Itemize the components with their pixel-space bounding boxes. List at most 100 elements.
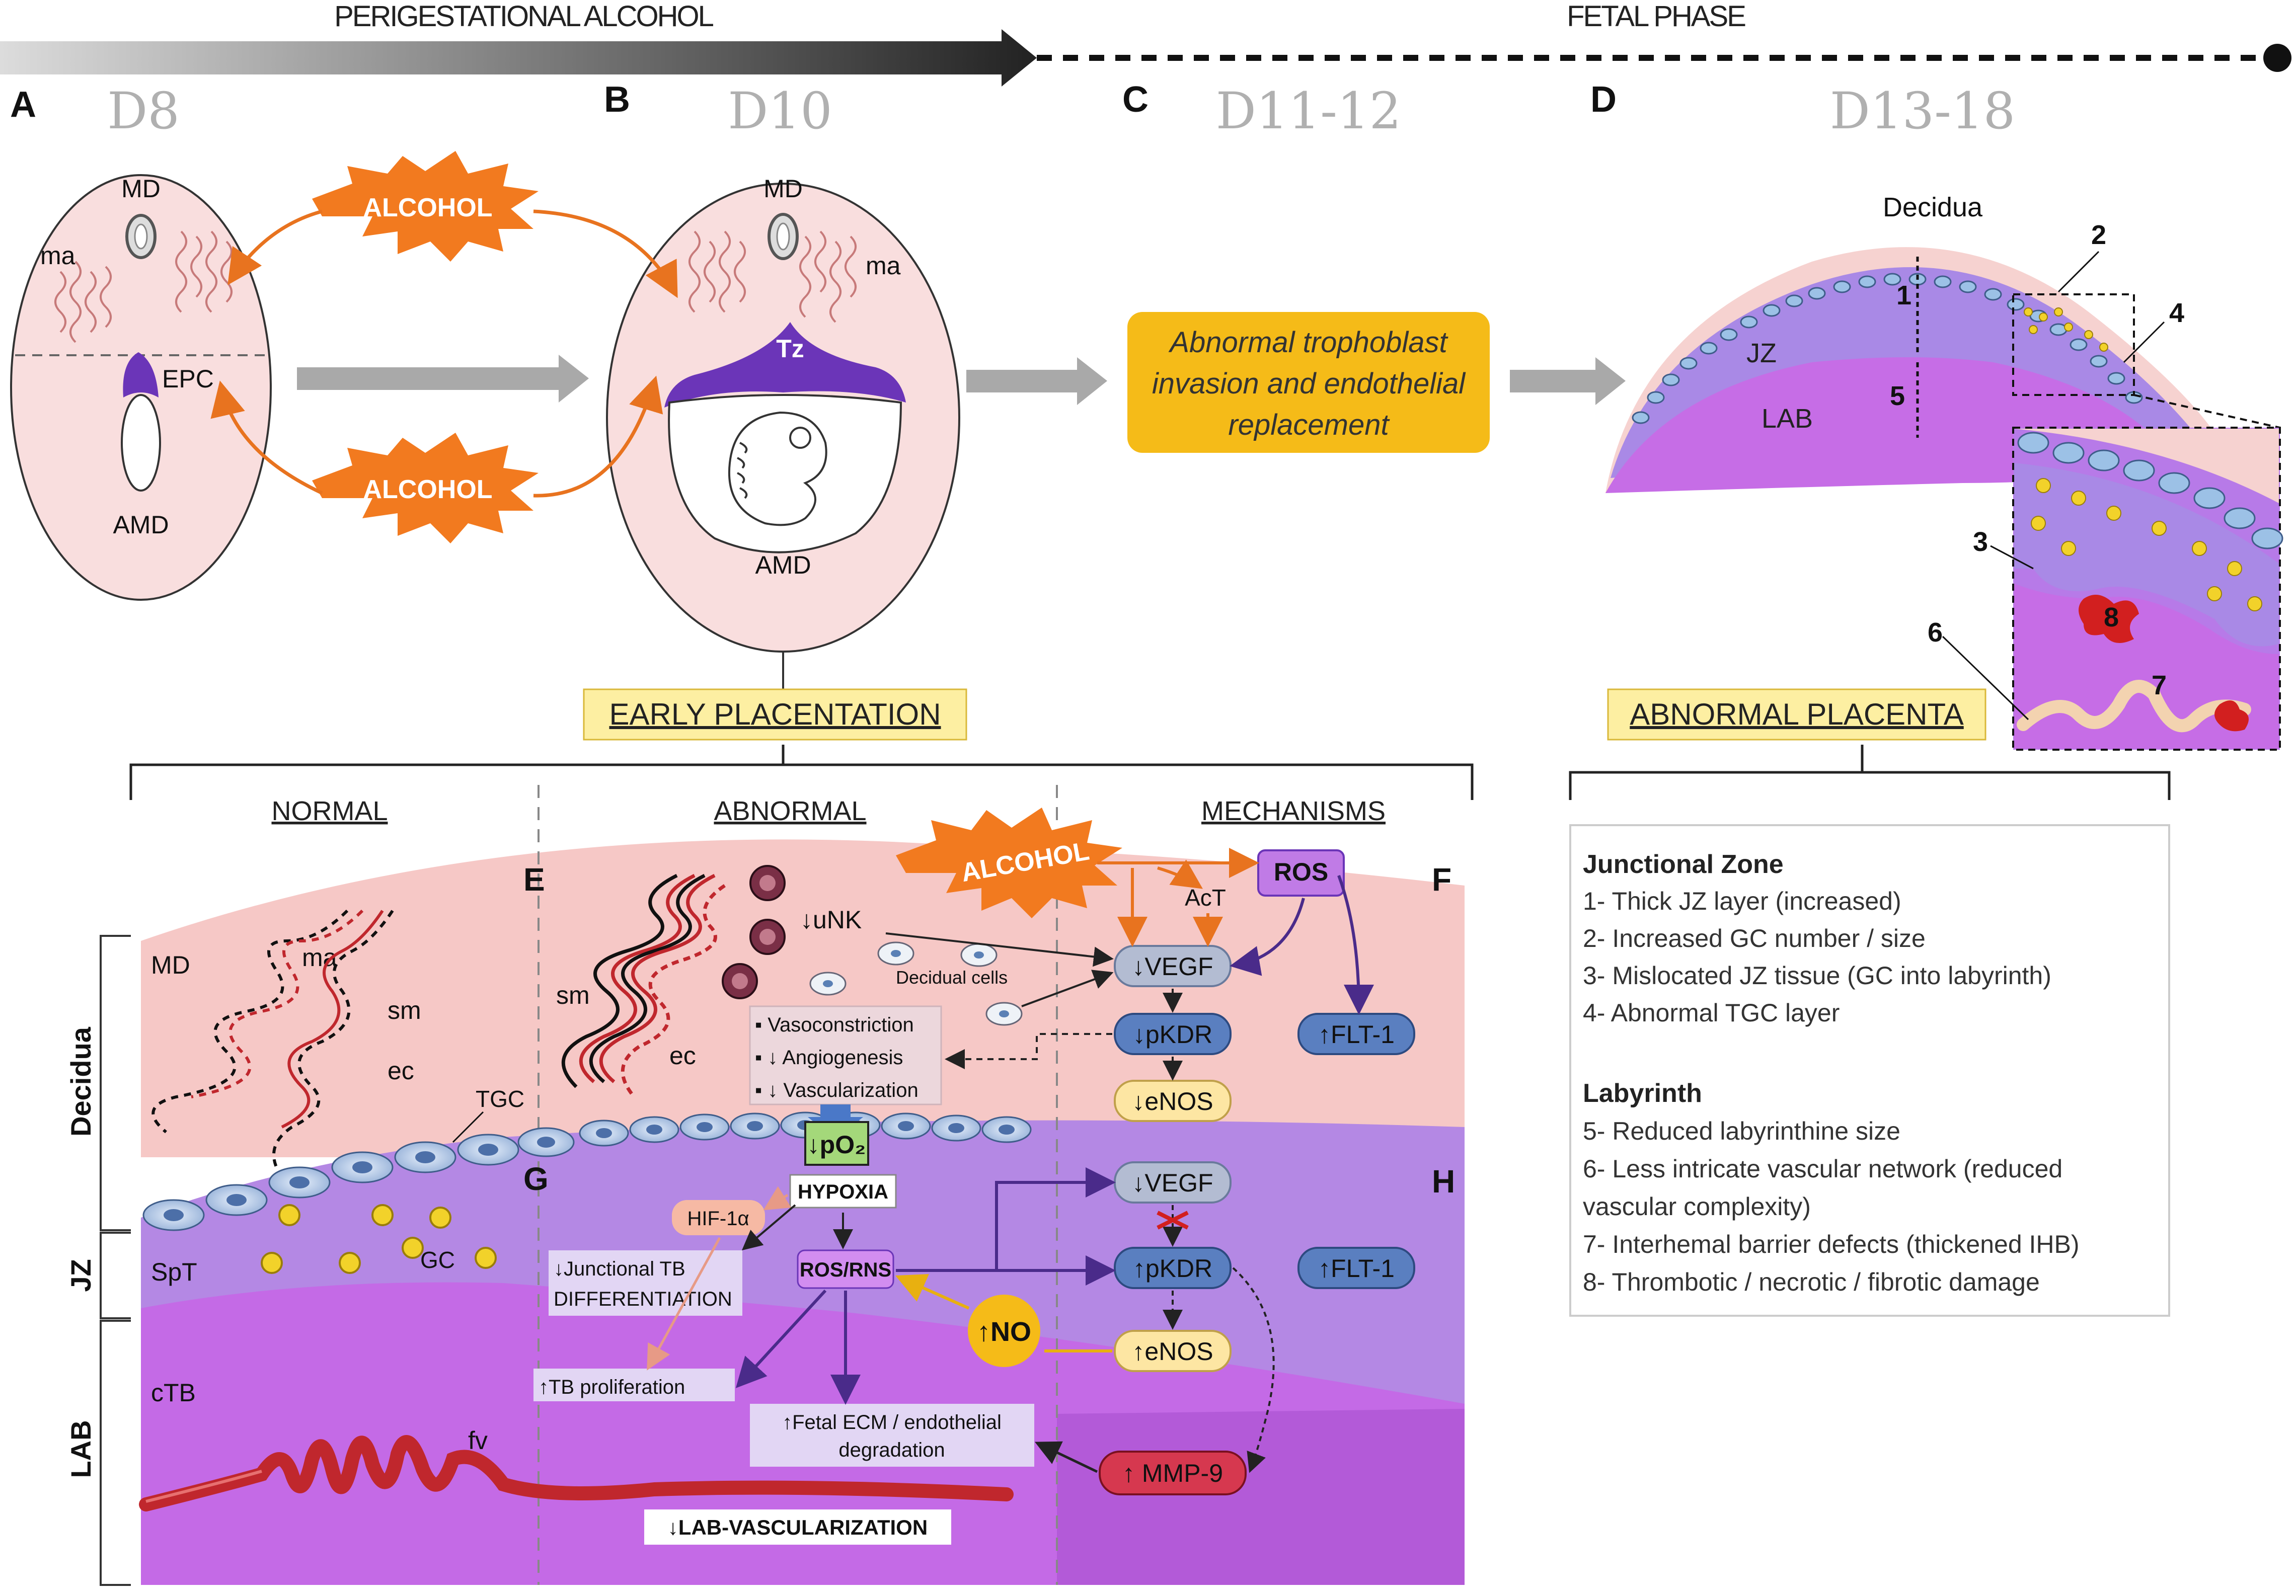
normal-tgc-label: TGC	[476, 1086, 524, 1112]
side-label-decidua: Decidua	[65, 1026, 97, 1137]
d-num-1: 1	[1896, 280, 1911, 310]
side-label-lab: LAB	[65, 1420, 97, 1478]
abnormal-placenta-heading: ABNORMAL PLACENTA	[1630, 697, 1964, 731]
c-box-line2: invasion and endothelial	[1152, 367, 1466, 400]
column-normal: NORMAL	[271, 796, 388, 826]
vaso-line1: ▪ Vasoconstriction	[755, 1014, 914, 1036]
b-to-c-arrow	[966, 357, 1107, 405]
ecm-line2: degradation	[838, 1439, 945, 1461]
d-num-7: 7	[2152, 670, 2167, 700]
normal-ctb-label: cTB	[151, 1379, 196, 1407]
d-pointer-3	[1990, 545, 2034, 570]
mmp9-box	[1099, 1451, 1247, 1495]
letter-h: H	[1432, 1163, 1455, 1200]
ecm-line1: ↑Fetal ECM / endothelial	[782, 1411, 1002, 1433]
alcohol-label-top: ALCOHOL	[363, 193, 492, 222]
findings-lab-item-7: 7- Interhemal barrier defects (thickened…	[1583, 1230, 2080, 1258]
d-num-5: 5	[1890, 381, 1905, 411]
d-pointer-2	[2057, 251, 2100, 293]
po2-label: ↓pO₂	[807, 1131, 866, 1159]
b-lumen-inner	[776, 222, 790, 251]
normal-spiral-artery	[151, 909, 394, 1178]
b-amd-label: AMD	[755, 551, 811, 579]
a-amd-label: AMD	[113, 511, 169, 539]
ecm-box	[750, 1404, 1034, 1467]
d-zoom-line	[2133, 394, 2280, 429]
flt1a-label: ↑FLT-1	[1318, 1020, 1395, 1049]
d-decidua-label: Decidua	[1883, 192, 1983, 222]
day-label-d10: D10	[728, 82, 832, 140]
abnormal-spiral-artery	[561, 873, 726, 1098]
panel-letter-b: B	[604, 79, 630, 120]
labvasc-label: ↓LAB-VASCULARIZATION	[668, 1515, 928, 1539]
findings-jz-item-1: 1- Thick JZ layer (increased)	[1583, 887, 1901, 915]
tissue-lab-deep	[1057, 1409, 1465, 1585]
a-maternal-arteries-left	[54, 261, 112, 343]
d-inset-gc	[2031, 478, 2262, 611]
day-label-d13-18: D13-18	[1830, 82, 2015, 140]
letter-e: E	[523, 861, 545, 898]
tbprolif-box	[533, 1369, 735, 1401]
side-label-jz: JZ	[65, 1259, 97, 1292]
alcohol-starburst-bottom: ALCOHOL	[312, 433, 539, 543]
panel-letter-a: A	[10, 85, 36, 125]
a-embryo-lumen-inner	[134, 223, 148, 250]
a-epc	[123, 352, 159, 397]
tbprolif-label: ↑TB proliferation	[539, 1376, 685, 1398]
abnormal-placenta-box	[1607, 688, 1986, 741]
pkdr2-label: ↑pKDR	[1133, 1254, 1212, 1283]
normal-panel: MD ma sm ec TGC SpT GC cTB fv	[139, 909, 1014, 1511]
no-label: ↑NO	[977, 1317, 1031, 1347]
normal-fv-label: fv	[468, 1426, 488, 1455]
early-placentation-box	[583, 688, 967, 741]
alcohol-arrows-ab	[210, 209, 678, 498]
findings-text: Junctional Zone 1- Thick JZ layer (incre…	[1583, 850, 2080, 1296]
panel-d: D D13-18 Decidua JZ LAB 1	[1590, 79, 2283, 751]
jtb-line2: DIFFERENTIATION	[554, 1288, 732, 1310]
letter-g: G	[523, 1161, 549, 1197]
d-num-3: 3	[1973, 527, 1988, 557]
a-maternal-arteries-right	[175, 230, 233, 313]
mechanism-arrows	[647, 848, 1374, 1473]
normal-tgc-pointer	[452, 1111, 484, 1143]
b-embryo-sac	[668, 394, 902, 553]
findings-lab-item-8: 8- Thrombotic / necrotic / fibrotic dama…	[1583, 1268, 2040, 1296]
timeline-end-dot	[2263, 44, 2291, 72]
a-md-label: MD	[121, 175, 161, 203]
day-label-d11-12: D11-12	[1216, 82, 1401, 140]
d-inset-clot	[2214, 700, 2249, 732]
act-label: AcT	[1185, 885, 1226, 911]
mmp9-label: ↑ MMP-9	[1122, 1459, 1223, 1487]
vegf-block-cross	[1157, 1211, 1189, 1230]
perigestational-arrow	[0, 29, 1037, 87]
panel-a: A D8 MD ma EPC AMD	[10, 82, 272, 601]
findings-lab-item-6b: vascular complexity)	[1583, 1192, 1811, 1221]
b-maternal-arteries-left	[688, 230, 746, 313]
findings-jz-item-3: 3- Mislocated JZ tissue (GC into labyrin…	[1583, 962, 2051, 990]
vaso-line3: ▪ ↓ Vascularization	[755, 1079, 919, 1101]
d-num-4: 4	[2169, 298, 2184, 328]
normal-gc-label: GC	[420, 1247, 455, 1273]
flt1b-label: ↑FLT-1	[1318, 1254, 1395, 1283]
findings-lab-item-5: 5- Reduced labyrinthine size	[1583, 1117, 1900, 1145]
hif-box	[672, 1200, 765, 1235]
rosrns-box	[797, 1249, 894, 1289]
normal-spt-label: SpT	[151, 1258, 197, 1286]
findings-box	[1569, 824, 2170, 1317]
side-bracket-jz	[100, 1232, 131, 1319]
vaso-box	[749, 1005, 942, 1105]
alcohol-label-bottom: ALCOHOL	[363, 475, 492, 504]
labvasc-box	[644, 1509, 951, 1545]
side-bracket-lab	[100, 1320, 131, 1586]
unk-cells	[722, 865, 786, 999]
jtb-line1: ↓Junctional TB	[554, 1258, 685, 1280]
enos1-box	[1114, 1080, 1232, 1122]
normal-fetal-vessel-highlight	[145, 1470, 262, 1503]
abnormal-sm-label: sm	[556, 981, 590, 1009]
panel-b: B D10 MD ma Tz AMD	[604, 79, 960, 653]
b-trophoblast-zone	[664, 322, 906, 408]
enos2-label: ↑eNOS	[1132, 1337, 1213, 1366]
day-label-d8: D8	[107, 82, 180, 140]
normal-ec-label: ec	[388, 1057, 414, 1085]
